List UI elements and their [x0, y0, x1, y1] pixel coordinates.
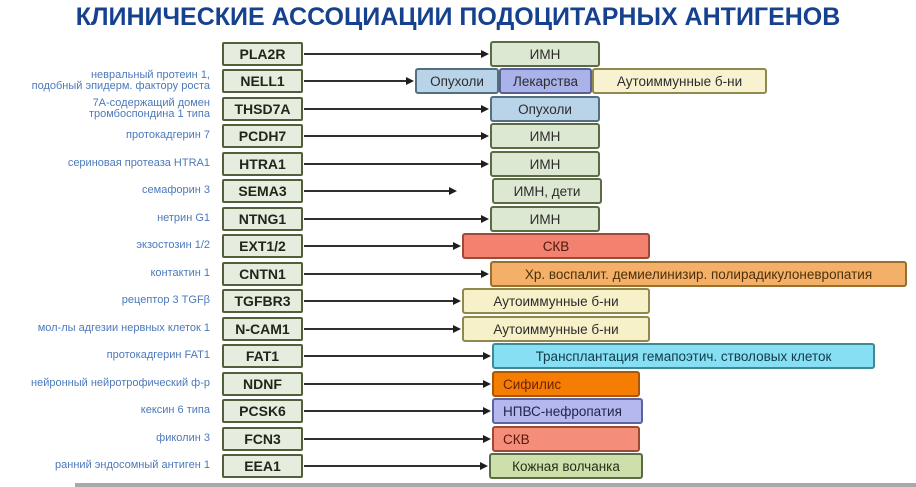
antigen-description-label: мол-лы адгезии нервных клеток 1 — [37, 322, 210, 335]
antigen-description-label: нетрин G1 — [157, 212, 210, 225]
arrow-line — [304, 328, 455, 330]
antigen-box: PCDH7 — [222, 124, 303, 148]
association-box: ИМН, дети — [492, 178, 602, 204]
arrow-head-icon — [481, 50, 489, 58]
arrow-head-icon — [483, 380, 491, 388]
arrow-head-icon — [481, 160, 489, 168]
antigen-box: EXT1/2 — [222, 234, 303, 258]
association-box: ИМН — [490, 151, 600, 177]
arrow-line — [304, 410, 485, 412]
arrow-line — [304, 135, 483, 137]
antigen-box: TGFBR3 — [222, 289, 303, 313]
association-box: Опухоли — [415, 68, 499, 94]
association-box: ИМН — [490, 123, 600, 149]
arrow-head-icon — [449, 187, 457, 195]
arrow-line — [304, 273, 483, 275]
association-box: Лекарства — [499, 68, 592, 94]
arrow-head-icon — [483, 407, 491, 415]
arrow-head-icon — [481, 132, 489, 140]
antigen-box: PCSK6 — [222, 399, 303, 423]
antigen-box: FCN3 — [222, 427, 303, 451]
antigen-box: HTRA1 — [222, 152, 303, 176]
arrow-head-icon — [480, 462, 488, 470]
association-box: Аутоиммунные б-ни — [592, 68, 767, 94]
arrow-line — [304, 108, 483, 110]
association-box: Опухоли — [490, 96, 600, 122]
association-box: Трансплантация гемапоэтич. стволовых кле… — [492, 343, 875, 369]
antigen-box: THSD7A — [222, 97, 303, 121]
antigen-box: NTNG1 — [222, 207, 303, 231]
arrow-head-icon — [481, 105, 489, 113]
association-box: Сифилис — [492, 371, 640, 397]
arrow-line — [304, 218, 483, 220]
antigen-description-label: 7А-содержащий домен тромбоспондина 1 тип… — [88, 96, 210, 120]
antigen-description-label: кексин 6 типа — [140, 404, 210, 417]
arrow-head-icon — [453, 297, 461, 305]
antigen-box: SEMA3 — [222, 179, 303, 203]
bottom-edge-bar — [75, 483, 916, 487]
arrow-line — [304, 245, 455, 247]
arrow-head-icon — [481, 270, 489, 278]
antigen-box: CNTN1 — [222, 262, 303, 286]
association-box: Аутоиммунные б-ни — [462, 288, 650, 314]
antigen-description-label: контактин 1 — [150, 267, 210, 280]
antigen-description-label: нейронный нейротрофический ф-р — [31, 377, 210, 390]
arrow-line — [304, 190, 451, 192]
antigen-description-label: протокадгерин 7 — [126, 129, 210, 142]
antigen-description-label: семафорин 3 — [142, 184, 210, 197]
arrow-line — [304, 53, 483, 55]
arrow-line — [304, 465, 482, 467]
association-box: ИМН — [490, 41, 600, 67]
arrow-head-icon — [406, 77, 414, 85]
association-box: Хр. воспалит. демиелинизир. полирадикуло… — [490, 261, 907, 287]
arrow-line — [304, 163, 483, 165]
arrow-head-icon — [483, 435, 491, 443]
arrow-head-icon — [483, 352, 491, 360]
arrow-line — [304, 438, 485, 440]
antigen-box: N-CAM1 — [222, 317, 303, 341]
arrow-head-icon — [481, 215, 489, 223]
antigen-box: FAT1 — [222, 344, 303, 368]
antigen-description-label: ранний эндосомный антиген 1 — [55, 459, 210, 472]
antigen-description-label: невральный протеин 1, подобный эпидерм. … — [31, 68, 210, 92]
association-box: Аутоиммунные б-ни — [462, 316, 650, 342]
arrow-line — [304, 383, 485, 385]
antigen-box: NDNF — [222, 372, 303, 396]
antigen-description-label: протокадгерин FAT1 — [106, 349, 210, 362]
arrow-line — [304, 355, 485, 357]
association-box: НПВС-нефропатия — [492, 398, 643, 424]
antigen-description-label: экзостозин 1/2 — [136, 239, 210, 252]
association-box: ИМН — [490, 206, 600, 232]
association-box: Кожная волчанка — [489, 453, 643, 479]
slide-title: КЛИНИЧЕСКИЕ АССОЦИАЦИИ ПОДОЦИТАРНЫХ АНТИ… — [75, 3, 841, 31]
arrow-head-icon — [453, 325, 461, 333]
antigen-box: EEA1 — [222, 454, 303, 478]
association-box: СКВ — [492, 426, 640, 452]
antigen-description-label: сериновая протеаза HTRA1 — [67, 157, 210, 170]
arrow-line — [304, 80, 408, 82]
arrow-head-icon — [453, 242, 461, 250]
association-box: СКВ — [462, 233, 650, 259]
arrow-line — [304, 300, 455, 302]
antigen-box: NELL1 — [222, 69, 303, 93]
antigen-box: PLA2R — [222, 42, 303, 66]
antigen-description-label: фиколин 3 — [156, 432, 210, 445]
antigen-description-label: рецептор 3 TGFβ — [121, 294, 210, 307]
